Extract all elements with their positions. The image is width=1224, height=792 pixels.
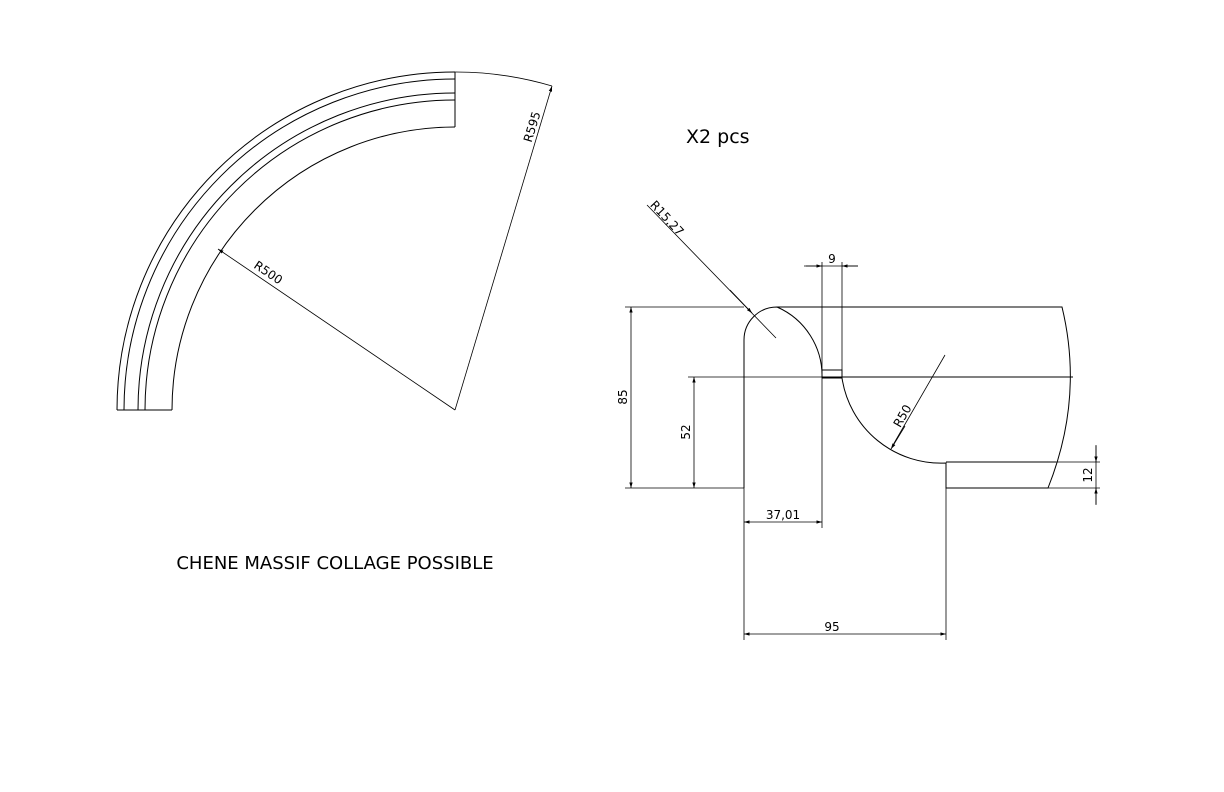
r50-label: R50 (891, 402, 915, 429)
r595-extension-arc (454, 71, 553, 87)
dim-52-label: 52 (679, 424, 693, 439)
dim-9-label: 9 (828, 252, 836, 266)
plan-outer-arc (116, 71, 456, 411)
r1527-leader (646, 204, 777, 339)
r1527-label: R15,27 (647, 198, 686, 239)
r595-dimension-line (454, 85, 553, 411)
r500-dimension-line (217, 248, 456, 411)
plan-arc-4 (144, 99, 456, 411)
dim-95-label: 95 (824, 620, 839, 634)
plan-arc-2 (123, 78, 456, 411)
r1527-arrow (729, 289, 753, 314)
quantity-note: X2 pcs (686, 126, 750, 148)
material-note: CHENE MASSIF COLLAGE POSSIBLE (176, 553, 493, 574)
dim-12-label: 12 (1081, 467, 1095, 482)
profile-view: 85 52 9 37,01 95 12 R15,27 R50 (616, 198, 1100, 640)
r50-leader (892, 354, 946, 446)
profile-outline (743, 306, 1071, 489)
plan-arc-3 (137, 92, 456, 411)
dim-85-label: 85 (616, 389, 630, 404)
plan-inner-arc (171, 126, 456, 411)
r50-arrow (890, 425, 906, 450)
dim-3701-label: 37,01 (766, 508, 800, 522)
plan-view: R595 R500 (116, 71, 553, 411)
